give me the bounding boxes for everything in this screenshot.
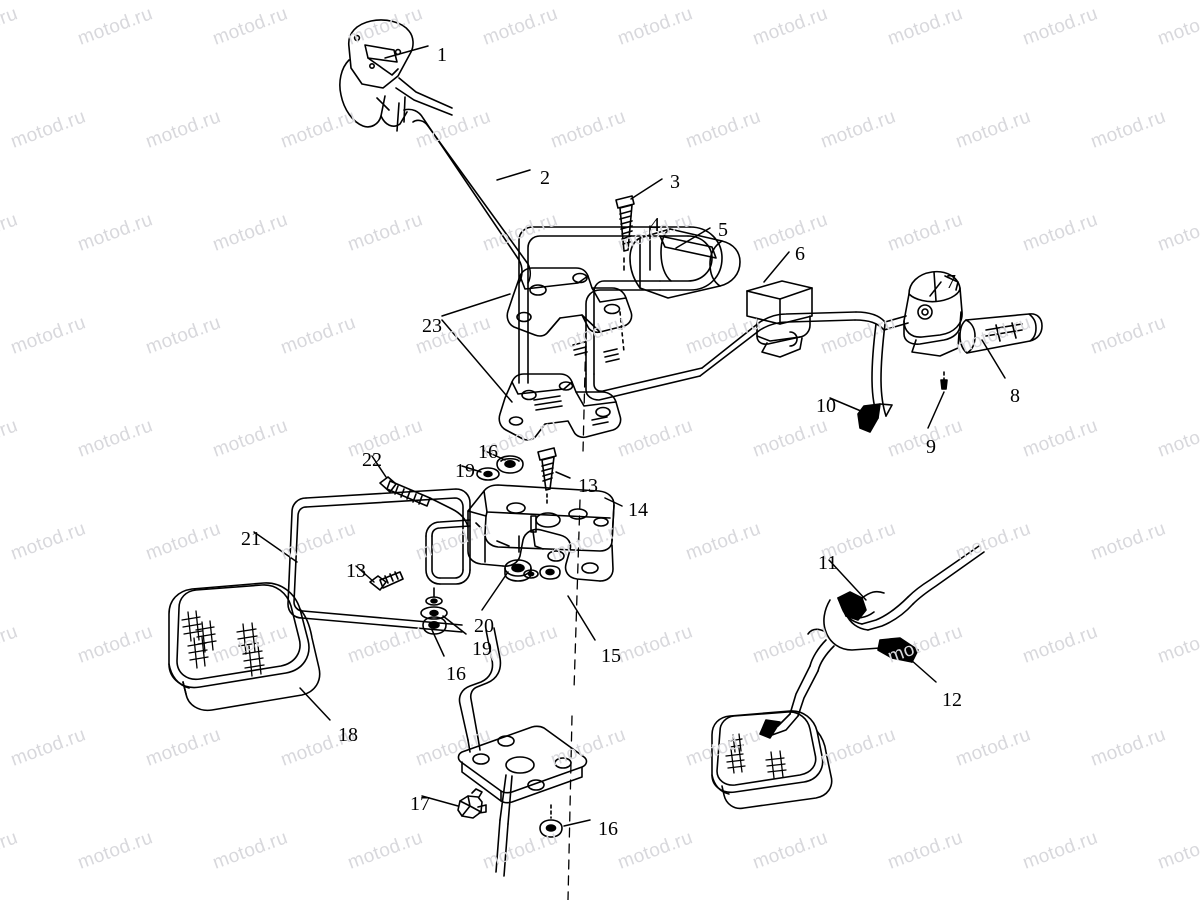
part-bolt-flange-upper [537,447,557,507]
part-handlebar-clamp-upper [506,267,633,363]
part-cable-end [857,323,893,433]
part-wire-clamp [457,788,487,819]
part-headlight-right [711,710,833,810]
part-bolt-flange-left [369,571,404,591]
part-wiring-harness [759,545,985,739]
part-washer-upper [476,467,500,481]
part-washer-nut-bracket [523,565,561,580]
part-switch-housing [746,280,813,358]
part-mounting-plate [457,725,588,877]
part-headlight-left [168,582,321,712]
callout-leaders [253,45,1006,827]
part-screw-small [940,371,948,390]
part-handlebar-clamp-lower [498,373,622,441]
part-handlebar-grip [959,313,1043,354]
part-hand-lever-assembly [339,19,453,132]
part-lock-nut-bottom [539,804,563,838]
part-bolt-long [379,476,469,528]
part-headlight-bracket [467,484,615,582]
part-throttle-housing [883,270,963,357]
part-headlight-guard-frame [287,488,502,753]
part-lock-nut-upper [496,455,524,474]
part-washer-nut-stack [420,587,448,635]
assembly-centerline [567,329,587,900]
part-bolt-upper [615,195,635,273]
part-handlebar [403,108,886,401]
part-hand-grip-warmer [629,228,741,299]
